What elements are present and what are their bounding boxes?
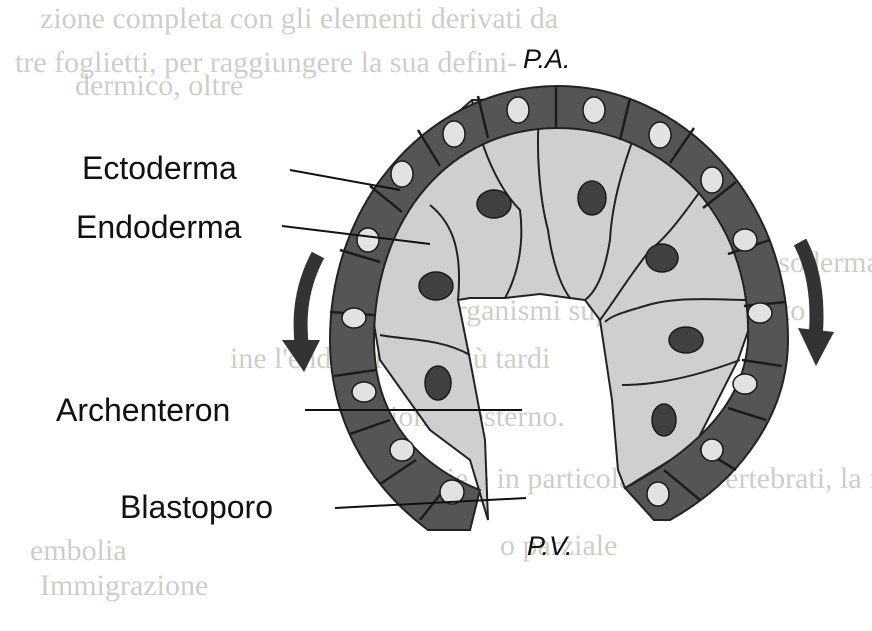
ectoderm-nucleus	[443, 121, 465, 147]
bg-text-line-1: zione completa con gli elementi derivati…	[40, 2, 558, 35]
animal-pole-label: P.A.	[523, 44, 571, 74]
vegetal-pole-label: P.V.	[527, 531, 573, 561]
endoderm-nucleus-1	[477, 190, 511, 218]
right-arrow-head	[798, 328, 834, 366]
ectoderm-nucleus	[352, 382, 376, 402]
ectoderm-nucleus	[507, 97, 529, 123]
ectoderm-label: Ectoderma	[82, 150, 237, 186]
endoderm-nucleus-6	[425, 366, 451, 400]
left-down-arrow-icon	[301, 255, 318, 348]
ectoderm-nucleus	[701, 439, 723, 461]
endoderm-nucleus-4	[419, 272, 453, 300]
bg-text-line-0: tre foglietti, per raggiungere la sua de…	[15, 46, 517, 79]
blastopore-label: Blastoporo	[120, 489, 273, 525]
endoderm-nucleus-7	[652, 404, 676, 436]
ectoderm-nucleus	[440, 480, 464, 504]
bg-text-line-10: embolia	[30, 534, 127, 567]
endoderm-label: Endoderma	[76, 209, 242, 245]
ectoderm-nucleus	[733, 374, 757, 394]
archenteron-label: Archenteron	[56, 392, 230, 428]
ectoderm-nucleus	[733, 229, 757, 251]
endoderm-nucleus-5	[669, 327, 703, 353]
bg-text-line-8: Immigrazione	[40, 569, 208, 602]
ectoderm-nucleus	[748, 303, 772, 323]
ectoderm-nucleus	[342, 308, 366, 328]
ectoderm-nucleus	[649, 122, 671, 148]
endoderm-nucleus-2	[578, 181, 606, 215]
ectoderm-nucleus	[391, 161, 413, 187]
ectoderm-nucleus	[583, 97, 605, 123]
ectoderm-nucleus	[390, 439, 414, 461]
ectoderm-nucleus	[701, 167, 723, 193]
ectoderm-nucleus	[647, 482, 669, 506]
endoderm-nucleus-3	[646, 244, 678, 272]
ectoderm-nucleus	[357, 228, 379, 252]
